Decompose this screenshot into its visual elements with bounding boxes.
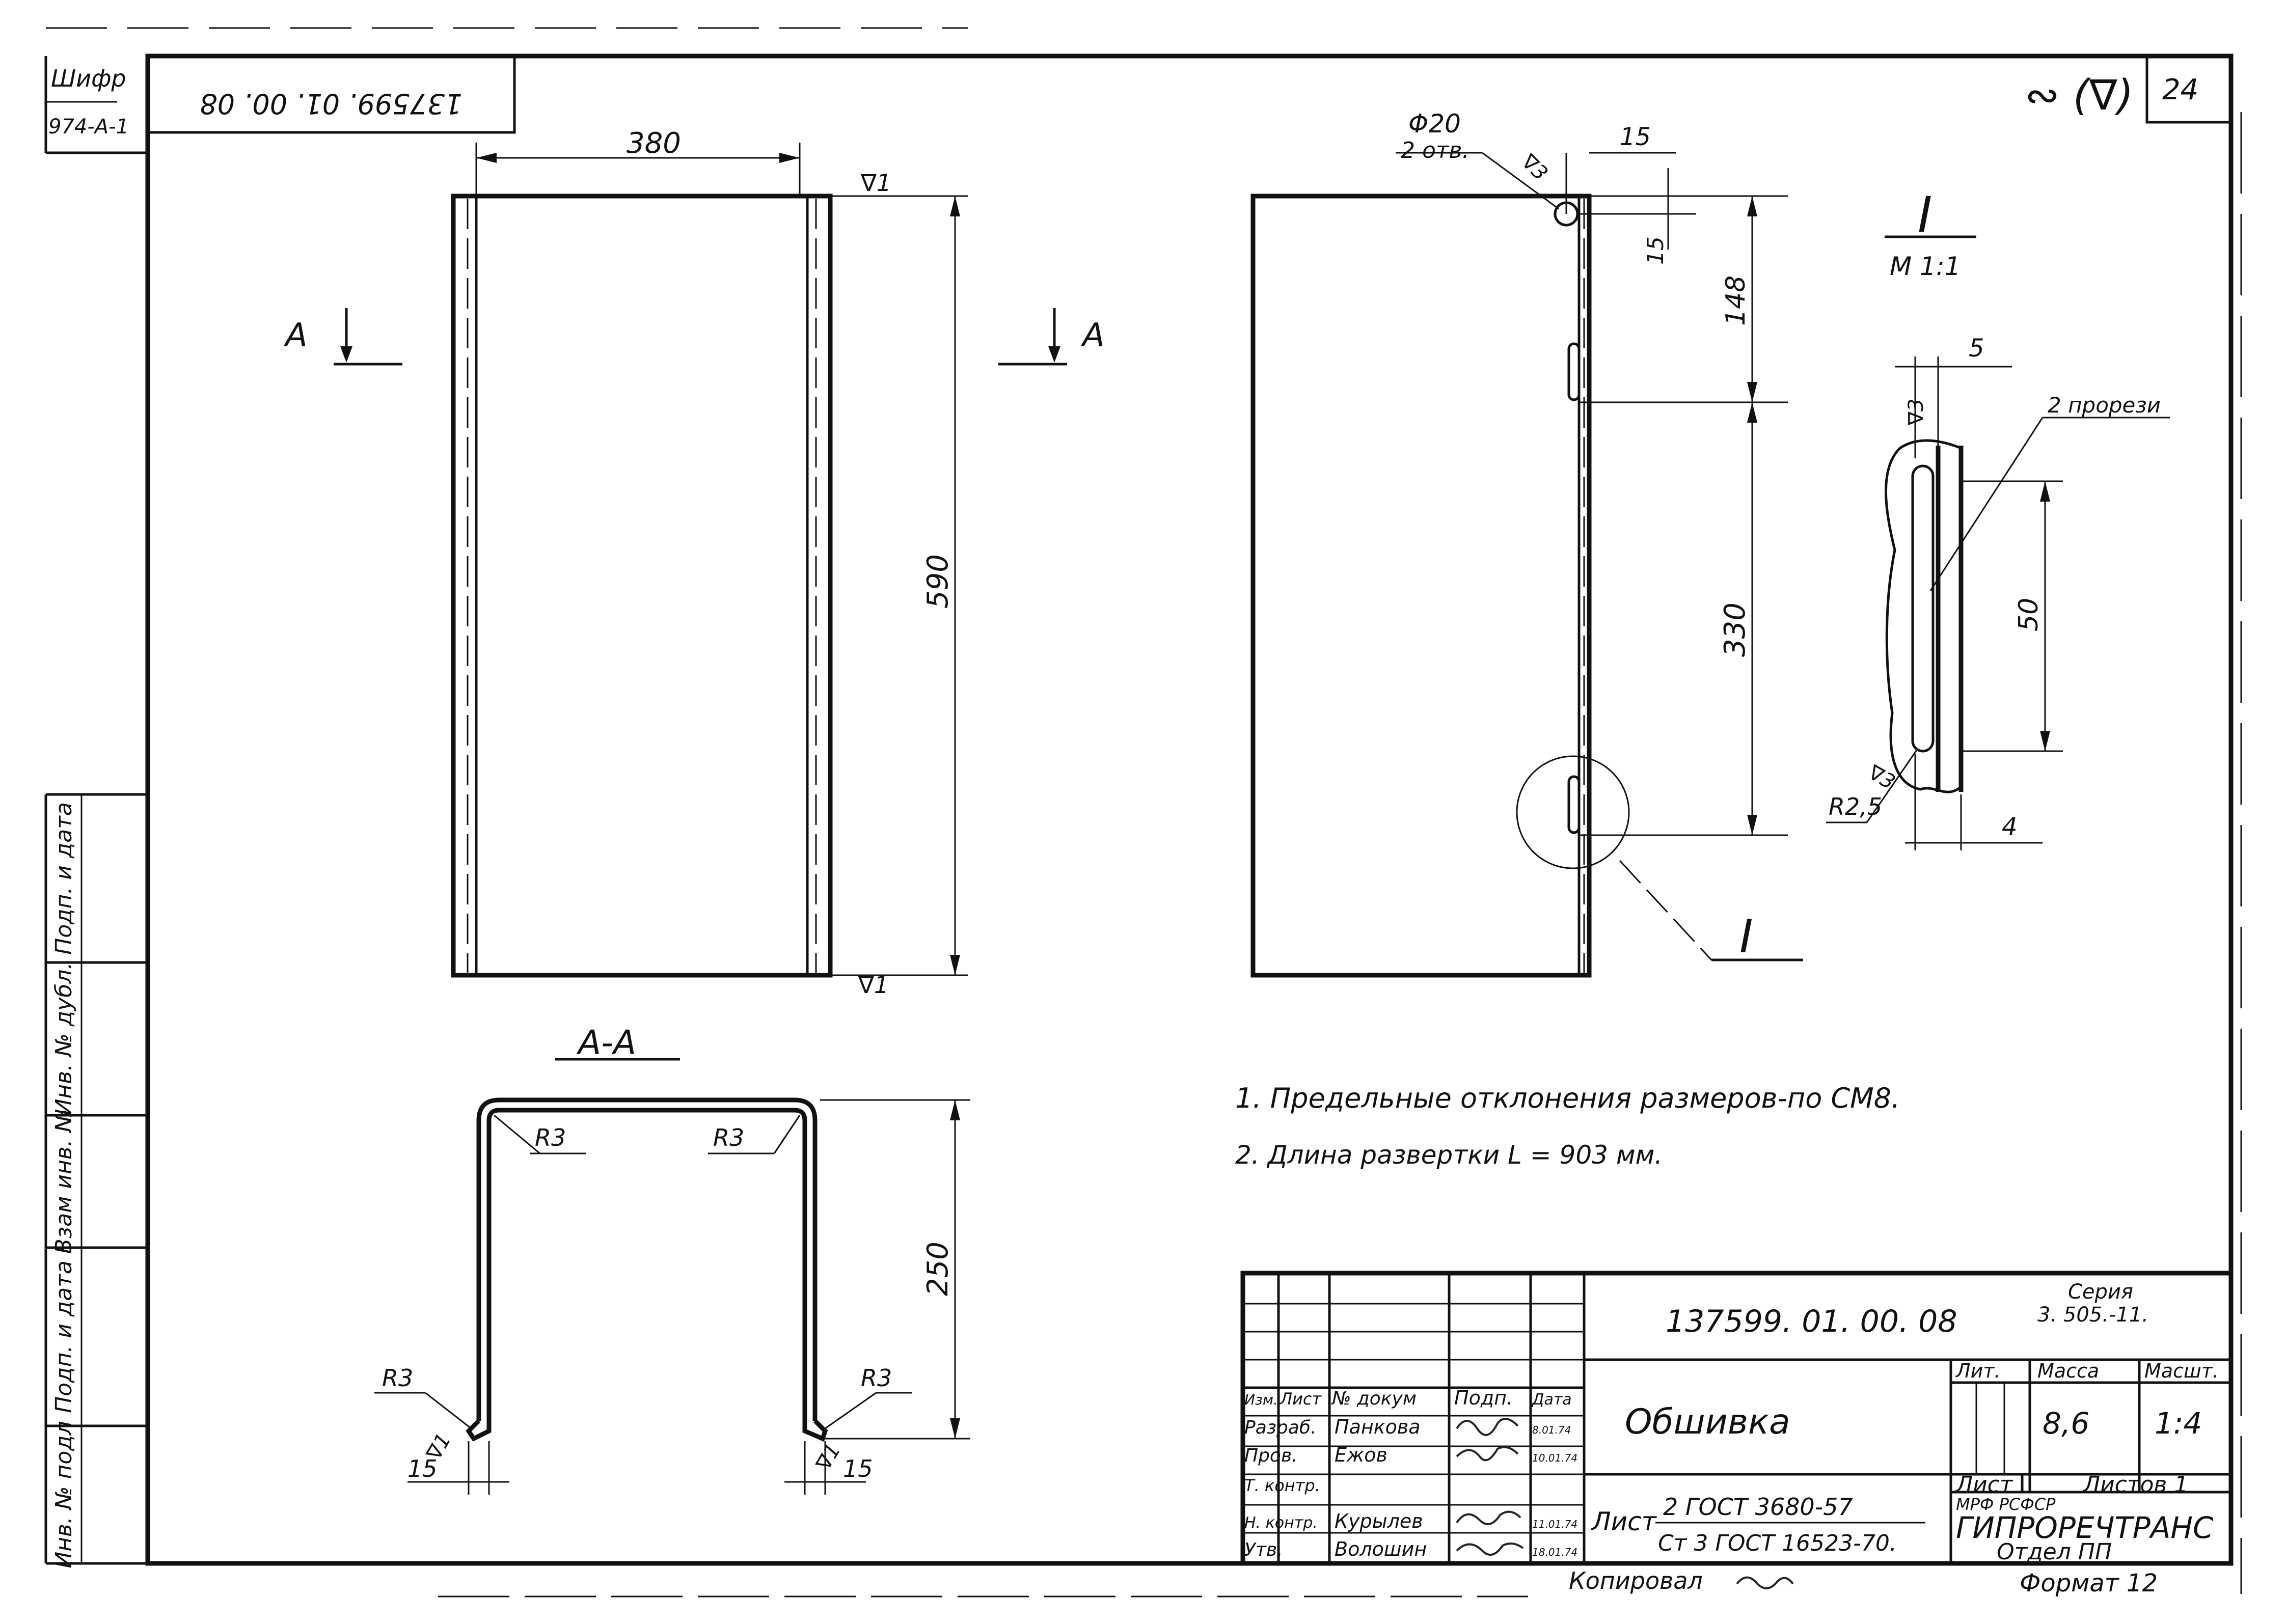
tb-lit-label: Лит. bbox=[1955, 1360, 2001, 1382]
tb-name-norm-control: Курылев bbox=[1335, 1510, 1423, 1532]
hole-count: 2 отв. bbox=[1401, 137, 1469, 163]
tb-mass-label: Масса bbox=[2037, 1360, 2099, 1382]
stamp-inv-original: Инв. № подл bbox=[51, 1421, 77, 1568]
tb-header-change: Изм. bbox=[1244, 1391, 1278, 1408]
tb-date-norm-control: 11.01.74 bbox=[1532, 1518, 1577, 1530]
tb-org-top: МРФ РСФСР bbox=[1956, 1495, 2056, 1514]
section-mark-right: А bbox=[1080, 317, 1105, 354]
section-view bbox=[374, 1058, 970, 1495]
section-title: А-А bbox=[576, 1023, 636, 1062]
tb-role-developer: Разраб. bbox=[1244, 1417, 1316, 1438]
side-finish: ∇3 bbox=[1516, 150, 1552, 185]
slots-label: 2 прорези bbox=[2048, 393, 2161, 418]
tb-header-doc: № докум bbox=[1331, 1388, 1417, 1409]
tb-series-value: 3. 505.-11. bbox=[2037, 1303, 2148, 1327]
stamp-sign-date-2: Подп. и дата bbox=[51, 1260, 77, 1413]
sheet-frame bbox=[44, 27, 2242, 1598]
signature-marks bbox=[1456, 1418, 1794, 1589]
sheet-number: 24 bbox=[2162, 73, 2198, 106]
front-view bbox=[334, 143, 1067, 978]
detail-callout: I bbox=[1739, 910, 1753, 964]
tb-doc-number: 137599. 01. 00. 08 bbox=[1666, 1304, 1957, 1339]
side-dim-15-h: 15 bbox=[1620, 123, 1651, 151]
tb-date-approver: 18.01.74 bbox=[1532, 1546, 1577, 1558]
front-dim-380: 380 bbox=[627, 127, 681, 160]
tb-name-approver: Волошин bbox=[1335, 1538, 1427, 1560]
section-radius-br: R3 bbox=[861, 1364, 892, 1392]
tb-material-bottom: Ст 3 ГОСТ 16523-70. bbox=[1658, 1530, 1897, 1556]
stamp-replace-inv: Взам инв. № bbox=[51, 1109, 77, 1254]
tb-date-checker: 10.01.74 bbox=[1532, 1452, 1577, 1464]
tb-org-name: ГИПРОРЕЧТРАНС bbox=[1956, 1510, 2214, 1545]
detail-radius: R2,5 bbox=[1829, 793, 1882, 820]
detail-finish: ∇3 bbox=[1904, 399, 1928, 426]
note-1: 1. Предельные отклонения размеров-по СМ8… bbox=[1235, 1082, 1900, 1114]
tb-sheet-label: Лист bbox=[1955, 1472, 2013, 1498]
finish-bottom: ∇1 bbox=[858, 971, 889, 999]
rotated-doc-number: 137599. 01. 00. 08 bbox=[200, 88, 462, 120]
section-dim-15-right: 15 bbox=[843, 1455, 873, 1482]
title-block bbox=[1240, 1271, 2234, 1566]
section-dim-250: 250 bbox=[921, 1242, 955, 1296]
tb-header-sign: Подп. bbox=[1454, 1387, 1513, 1409]
section-radius-tr: R3 bbox=[713, 1124, 744, 1151]
tb-scale-value: 1:4 bbox=[2155, 1406, 2202, 1441]
section-radius-bl: R3 bbox=[382, 1364, 413, 1392]
roughness-symbol: ∾ (∇) bbox=[2025, 71, 2134, 120]
format-label: Формат 12 bbox=[2020, 1569, 2158, 1598]
detail-title: I bbox=[1918, 186, 1932, 243]
side-dim-15-v: 15 bbox=[1643, 236, 1669, 265]
stamp-inv-dup: Инв. № дубл. bbox=[51, 962, 77, 1115]
side-dim-148: 148 bbox=[1721, 276, 1751, 326]
section-mark-left: А bbox=[283, 317, 308, 354]
detail-scale: М 1:1 bbox=[1890, 252, 1961, 281]
detail-finish-bottom: ∇3 bbox=[1864, 760, 1899, 794]
detail-dim-4: 4 bbox=[2002, 813, 2018, 841]
tb-header-sheet: Лист bbox=[1280, 1389, 1322, 1409]
tb-date-developer: 8.01.74 bbox=[1532, 1424, 1571, 1436]
tb-role-approver: Утв. bbox=[1244, 1539, 1283, 1560]
tb-org-dept: Отдел ПП bbox=[1997, 1539, 2112, 1565]
tb-sheets-label: Листов 1 bbox=[2082, 1472, 2188, 1498]
tb-header-date: Дата bbox=[1531, 1391, 1572, 1409]
tb-series-label: Серия bbox=[2068, 1280, 2133, 1304]
section-radius-tl: R3 bbox=[535, 1124, 566, 1151]
hole-diameter: Φ20 bbox=[1408, 109, 1461, 139]
tb-part-name: Обшивка bbox=[1625, 1402, 1790, 1442]
tb-scale-label: Масшт. bbox=[2144, 1360, 2219, 1382]
tb-material-top: 2 ГОСТ 3680-57 bbox=[1663, 1493, 1853, 1521]
code-value: 974-А-1 bbox=[48, 115, 129, 139]
detail-view bbox=[1826, 235, 2170, 850]
note-2: 2. Длина развертки L = 903 мм. bbox=[1235, 1140, 1663, 1170]
finish-top: ∇1 bbox=[860, 169, 891, 197]
stamp-sign-date-1: Подп. и дата bbox=[51, 802, 77, 955]
side-view bbox=[1250, 152, 1803, 978]
tb-material-label: Лист bbox=[1591, 1507, 1657, 1536]
tb-name-checker: Ежов bbox=[1335, 1444, 1387, 1466]
detail-dim-50: 50 bbox=[2013, 598, 2044, 631]
code-label: Шифр bbox=[51, 65, 126, 92]
section-finish-right: ∇1 bbox=[811, 1440, 845, 1475]
tb-name-developer: Панкова bbox=[1335, 1416, 1421, 1438]
section-dim-15-left: 15 bbox=[407, 1455, 438, 1482]
side-dim-330: 330 bbox=[1719, 602, 1752, 657]
front-dim-590: 590 bbox=[921, 554, 955, 609]
copied-by: Копировал bbox=[1569, 1567, 1703, 1594]
detail-dim-5: 5 bbox=[1969, 334, 1984, 363]
tb-role-norm-control: Н. контр. bbox=[1244, 1514, 1318, 1532]
tb-role-checker: Пров. bbox=[1244, 1445, 1298, 1466]
tb-mass-value: 8,6 bbox=[2043, 1406, 2089, 1441]
tb-role-tech-control: Т. контр. bbox=[1244, 1476, 1320, 1495]
